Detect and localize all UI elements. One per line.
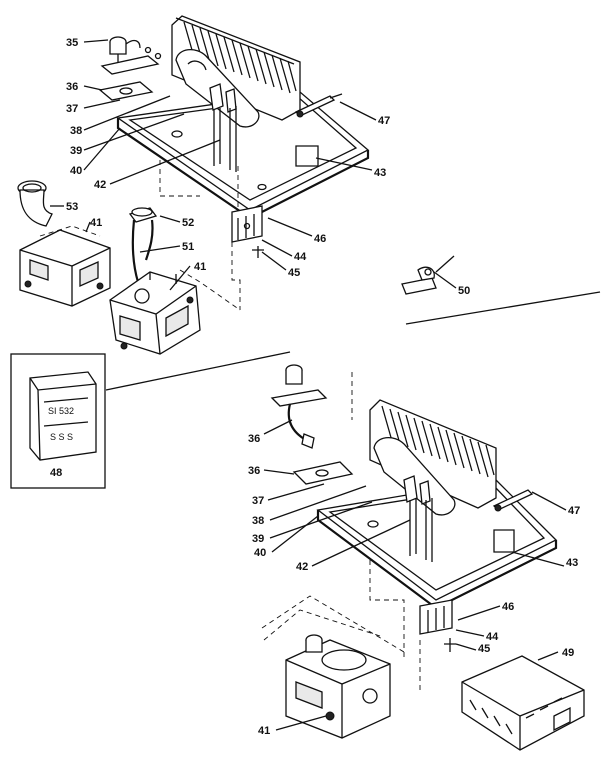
- callout-45-lower: 45: [478, 643, 490, 655]
- gas-valve-41-lower: [263, 609, 391, 739]
- gasket-36-lower: [292, 461, 354, 485]
- callout-42-upper: 42: [94, 179, 106, 191]
- callout-50: 50: [458, 285, 470, 297]
- callout-51: 51: [182, 241, 194, 253]
- pilot-assembly-lower: [270, 364, 328, 449]
- callout-47-lower: 47: [568, 505, 580, 517]
- callout-46-upper: 46: [314, 233, 326, 245]
- gas-valve-41-center: [109, 271, 201, 355]
- part48-label-line1: SI 532: [48, 406, 74, 416]
- callout-41-upper-left: 41: [90, 217, 102, 229]
- callout-43-upper: 43: [374, 167, 386, 179]
- callout-36-lower-b: 36: [248, 465, 260, 477]
- ignitor-47-upper: [294, 93, 343, 118]
- callout-36-lower-a: 36: [248, 433, 260, 445]
- callout-38-lower: 38: [252, 515, 264, 527]
- base-tray-upper: [116, 91, 370, 220]
- leader-lines: [50, 39, 567, 731]
- burner-fins-lower: [381, 405, 495, 478]
- burner-lower: [369, 399, 497, 562]
- callout-44-lower: 44: [486, 631, 499, 643]
- callout-37-lower: 37: [252, 495, 264, 507]
- callout-39-upper: 39: [70, 145, 82, 157]
- callout-37-upper: 37: [66, 103, 78, 115]
- bracket-50: [401, 255, 455, 295]
- callout-38-upper: 38: [70, 125, 82, 137]
- callout-41-center: 41: [194, 261, 206, 273]
- burner-fins-upper: [183, 21, 297, 94]
- callout-40-lower: 40: [254, 547, 266, 559]
- callout-labels: 35 36 37 38 39 40 42 43 46 44 45 47 53 5…: [50, 37, 580, 737]
- thermocouple-52: [128, 207, 158, 283]
- callout-43-lower: 43: [566, 557, 578, 569]
- pilot-assembly-35: [100, 36, 162, 75]
- callout-53: 53: [66, 201, 78, 213]
- inset-box-48: SI 532 S S S: [10, 353, 106, 489]
- callout-49: 49: [562, 647, 574, 659]
- callout-45-upper: 45: [288, 267, 300, 279]
- callout-41-lower: 41: [258, 725, 270, 737]
- lower-heater-assembly: [261, 364, 558, 690]
- part48-label-line2: S S S: [50, 432, 73, 442]
- callout-46-lower: 46: [502, 601, 514, 613]
- control-module-49: [461, 655, 585, 751]
- elbow-fitting-53: [17, 180, 53, 227]
- callout-40-upper: 40: [70, 165, 82, 177]
- callout-47-upper: 47: [378, 115, 390, 127]
- callout-52: 52: [182, 217, 194, 229]
- callout-42-lower: 42: [296, 561, 308, 573]
- ignitor-47-lower: [492, 489, 534, 512]
- callout-36-upper: 36: [66, 81, 78, 93]
- burner-upper: [171, 15, 301, 172]
- bracket-44-lower: [419, 599, 456, 652]
- callout-35: 35: [66, 37, 78, 49]
- bracket-44-upper: [231, 205, 264, 258]
- callout-48: 48: [50, 467, 62, 479]
- gas-valve-41-upper-left: [19, 225, 111, 307]
- gasket-36-upper: [98, 81, 154, 101]
- upper-heater-assembly: [98, 15, 370, 311]
- callout-39-lower: 39: [252, 533, 264, 545]
- callout-44-upper: 44: [294, 251, 307, 263]
